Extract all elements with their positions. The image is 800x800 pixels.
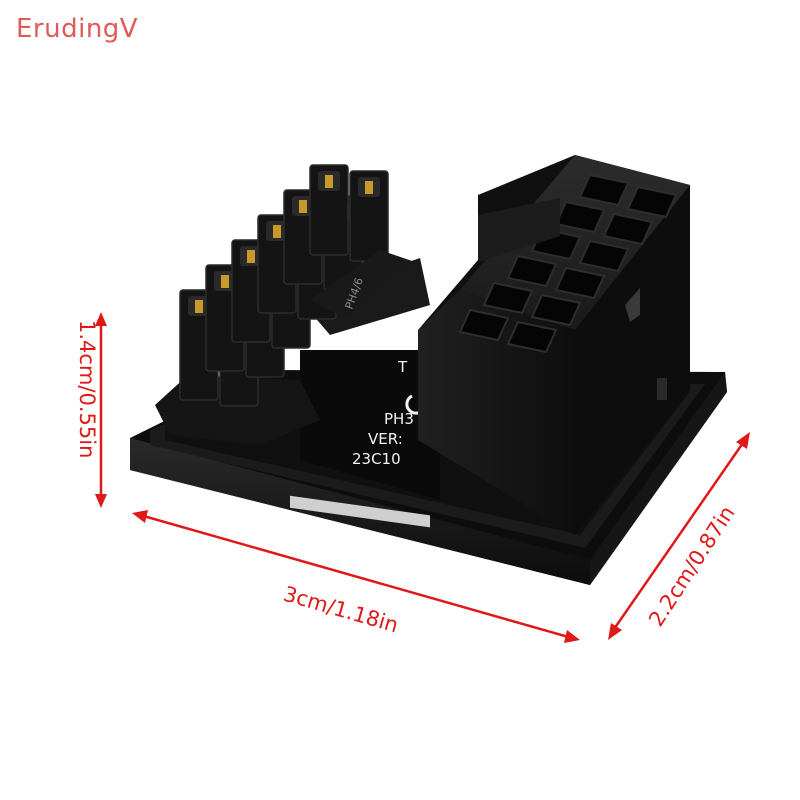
board-label-4: 23C10 <box>352 450 401 468</box>
socket-block <box>418 155 690 535</box>
socket-holes <box>458 173 678 354</box>
socket-hole <box>602 212 654 246</box>
width-label: 3cm/1.18in <box>281 582 401 638</box>
height-label: 1.4cm/0.55in <box>75 320 99 458</box>
board-label-1: T <box>397 358 408 376</box>
socket-hole <box>578 173 630 207</box>
gold-pin <box>221 275 229 288</box>
gold-pin <box>247 250 255 263</box>
dimension-height: 1.4cm/0.55in <box>75 312 107 508</box>
socket-hole <box>578 239 630 273</box>
socket-hole <box>482 281 534 315</box>
gold-pin <box>299 200 307 213</box>
pin-connector: PH4/6 <box>155 164 430 445</box>
brand-watermark: ErudingV <box>16 14 139 44</box>
gold-pin <box>365 181 373 194</box>
pin-columns <box>179 164 389 407</box>
socket-hole <box>506 254 558 288</box>
gold-pin <box>273 225 281 238</box>
pcb-board: T PH3 VER: 23C10 <box>290 350 440 528</box>
socket-hole <box>530 293 582 327</box>
socket-hole <box>626 185 678 219</box>
gold-pin <box>325 175 333 188</box>
board-label-3: VER: <box>368 430 403 448</box>
socket-hole <box>506 320 558 354</box>
board-label-2: PH3 <box>384 410 414 428</box>
socket-hole <box>458 308 510 342</box>
gold-pin <box>195 300 203 313</box>
socket-hole <box>554 266 606 300</box>
